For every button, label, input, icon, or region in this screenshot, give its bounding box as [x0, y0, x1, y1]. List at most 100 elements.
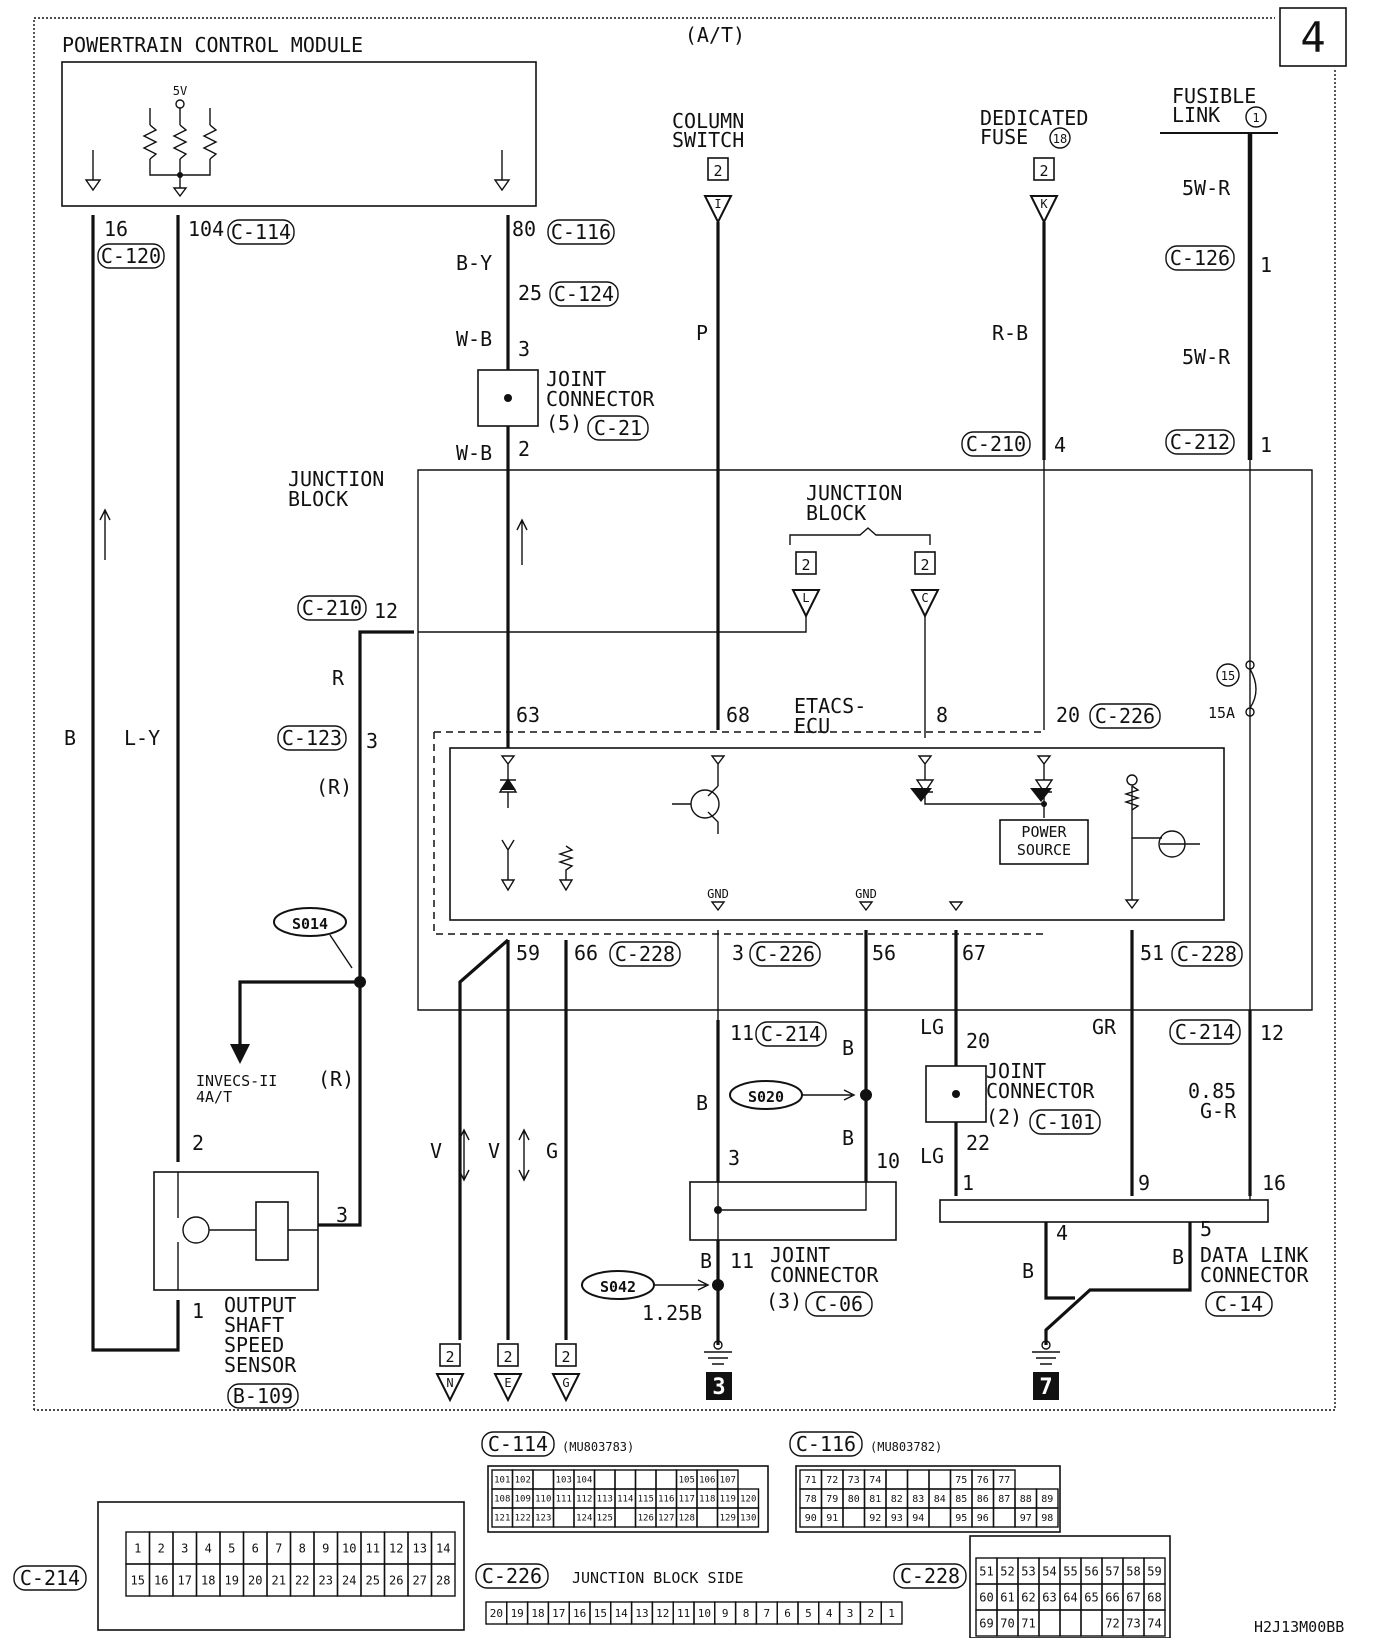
c101-badge	[1029, 1109, 1101, 1135]
connector-pin-number: 1	[134, 1541, 141, 1555]
c116-label: C-116	[551, 220, 611, 244]
cv-c228-frame	[969, 1535, 1171, 1638]
cv-c226-side: JUNCTION BLOCK SIDE	[572, 1569, 744, 1587]
fusible-link-1-circle	[1245, 106, 1267, 128]
connector-pin-number: 97	[1020, 1513, 1032, 1524]
c210b-label: C-210	[302, 596, 362, 620]
connector-pin-number: 89	[1041, 1494, 1053, 1505]
ref-g-triangle	[551, 1373, 581, 1403]
connector-pin-number: 108	[494, 1495, 510, 1505]
wire-b-3-label: B	[696, 1091, 708, 1115]
pcm-title: POWERTRAIN CONTROL MODULE	[62, 33, 363, 57]
wire-wb-top-label: W-B	[456, 327, 492, 351]
jb-ref-l-box	[795, 551, 817, 575]
c101-label: C-101	[1035, 1110, 1095, 1134]
s014-label: S014	[292, 915, 328, 933]
connector-pin-number: 122	[515, 1514, 531, 1524]
s020-node	[860, 1089, 872, 1101]
connector-pin-number: 82	[891, 1494, 903, 1505]
c120-badge	[97, 243, 165, 269]
oss-element	[255, 1201, 289, 1261]
connector-pin-number: 17	[552, 1607, 565, 1620]
ref-n-num: 2	[445, 1348, 454, 1366]
ground-7-symbol	[1032, 1351, 1060, 1365]
wire-b-56-label-1: B	[842, 1036, 854, 1060]
connector-pin-number: 96	[977, 1513, 989, 1524]
etacs-pin-51: 51	[1140, 941, 1164, 965]
jc2-pin-20: 20	[966, 1029, 990, 1053]
dedicated-fuse-l2: FUSE	[980, 125, 1028, 149]
wire-b-56-label-2: B	[842, 1126, 854, 1150]
c228a-label: C-228	[615, 942, 675, 966]
ground-7-circle	[1041, 1340, 1051, 1350]
connector-pin-number: 8	[743, 1607, 750, 1620]
dedicated-fuse-letter: K	[1040, 197, 1048, 211]
connector-pin-number: 113	[597, 1495, 613, 1505]
dlc-pin-1: 1	[962, 1171, 974, 1195]
c212-badge	[1165, 429, 1235, 455]
dedicated-fuse-ref: 2	[1039, 162, 1048, 180]
connector-cavity	[737, 1507, 760, 1528]
c06-label: C-06	[815, 1292, 863, 1316]
wire-lg-label-2: LG	[920, 1144, 944, 1168]
connector-pin-number: 127	[658, 1514, 674, 1524]
connector-pin-number: 73	[1126, 1616, 1140, 1630]
fusible-link-l1: FUSIBLE	[1172, 84, 1256, 108]
wire-jb-l-to-c210	[418, 616, 807, 633]
ref-n-box	[439, 1343, 461, 1367]
connector-pin-number: 103	[556, 1476, 572, 1486]
oss-l4: SENSOR	[224, 1353, 297, 1377]
connector-pin-number: 66	[1105, 1590, 1119, 1604]
wire-085-l1: 0.85	[1188, 1079, 1236, 1103]
connector-pin-number: 58	[1126, 1564, 1140, 1578]
connector-pin-number: 67	[1126, 1590, 1140, 1604]
connector-pin-number: 4	[826, 1607, 833, 1620]
connector-pin-number: 14	[436, 1541, 450, 1555]
c21-label: C-21	[594, 416, 642, 440]
cv-c114-badge	[481, 1431, 555, 1457]
connector-pin-number: 7	[275, 1541, 282, 1555]
connector-pin-number: 125	[597, 1514, 613, 1524]
jc2-num: (2)	[986, 1105, 1022, 1129]
dlc-pin-5: 5	[1200, 1217, 1212, 1241]
wire-r-label: R	[332, 666, 345, 690]
s020-pointer	[802, 1089, 856, 1101]
connector-pin-number: 114	[617, 1495, 633, 1505]
c21-badge	[587, 415, 649, 441]
connector-pin-number: 71	[1021, 1616, 1035, 1630]
fuse-18-num: 18	[1053, 132, 1067, 146]
connector-pin-number: 65	[1084, 1590, 1098, 1604]
c212-label: C-212	[1170, 430, 1230, 454]
jb-outer-l2: BLOCK	[288, 487, 348, 511]
connector-pin-number: 13	[413, 1541, 427, 1555]
pcm-5v-label: 5V	[173, 84, 187, 98]
ref-e-num: 2	[503, 1348, 512, 1366]
cv-c116-badge	[789, 1431, 863, 1457]
etacs-gnd-2: GND	[855, 887, 877, 901]
column-switch-ref-box	[707, 157, 729, 181]
dlc-pin-9: 9	[1138, 1171, 1150, 1195]
connector-pin-number: 18	[531, 1607, 544, 1620]
connector-pin-number: 17	[178, 1573, 192, 1587]
ref-n-triangle	[435, 1373, 465, 1403]
wire-r-paren-1: (R)	[316, 775, 352, 799]
wire-rb-label: R-B	[992, 321, 1028, 345]
connector-pin-number: 54	[1042, 1564, 1056, 1578]
c226a-badge	[1089, 703, 1161, 729]
connector-pin-number: 52	[1000, 1564, 1014, 1578]
connector-pin-number: 110	[535, 1495, 551, 1505]
variant-label: (A/T)	[685, 23, 745, 47]
pcm-pin-16: 16	[104, 217, 128, 241]
wire-lg-label-1: LG	[920, 1015, 944, 1039]
column-switch-l1: COLUMN	[672, 109, 744, 133]
c210a-badge	[961, 431, 1031, 457]
connector-pin-number: 76	[977, 1475, 989, 1486]
oss-internal	[177, 1172, 318, 1290]
etacs-pin-56: 56	[872, 941, 896, 965]
outer-frame	[33, 17, 1275, 1410]
c21-pin-2: 2	[518, 437, 530, 461]
jc5-l2: CONNECTOR	[546, 387, 655, 411]
